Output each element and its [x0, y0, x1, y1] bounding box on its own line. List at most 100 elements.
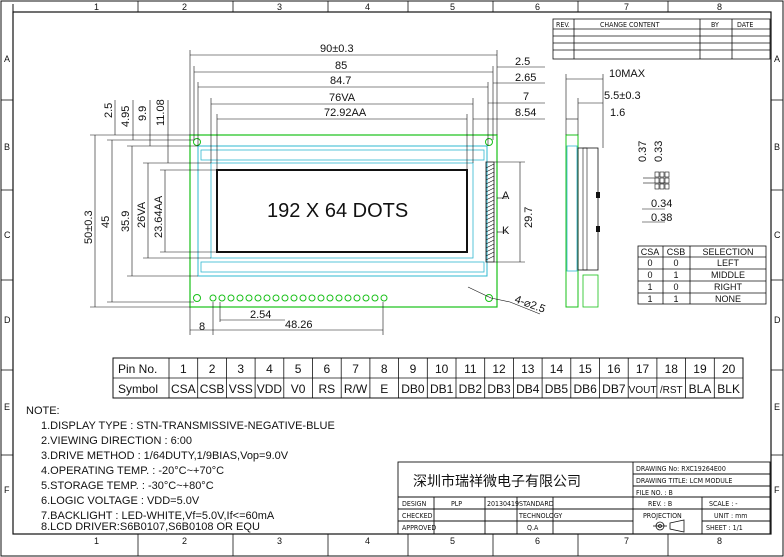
selection-cell: 0	[647, 270, 652, 280]
pin-hole	[371, 294, 379, 302]
selection-header: SELECTION	[702, 247, 753, 257]
pin-number: 5	[295, 362, 302, 376]
top-dimension-lines	[189, 50, 545, 170]
dim-pin-span: 48.26	[285, 319, 313, 331]
grid-bot-3: 3	[277, 536, 282, 546]
dim-dot-0-38: 0.38	[651, 212, 672, 224]
selection-cell: RIGHT	[714, 282, 743, 292]
pin-hole	[299, 294, 307, 302]
pin-symbol: DB2	[459, 382, 483, 396]
pin-symbol: VDD	[257, 382, 283, 396]
dim-v-2-5: 2.5	[103, 103, 115, 118]
dim-85: 85	[335, 60, 347, 72]
projection-symbol-icon	[653, 519, 685, 533]
pin-number: 17	[636, 362, 650, 376]
grid-col-7: 7	[624, 2, 629, 12]
dim-side-1-6: 1.6	[610, 107, 625, 119]
pin-number: 6	[324, 362, 331, 376]
scale-value: SCALE : -	[709, 500, 738, 508]
frame-numbers-bottom: 1 2 3 4 5 6 7 8	[94, 536, 722, 546]
pin-hole	[245, 294, 253, 302]
dot-detail	[642, 171, 670, 223]
grid-col-8: 8	[717, 2, 722, 12]
grid-bot-8: 8	[717, 536, 722, 546]
grid-col-2: 2	[182, 2, 187, 12]
note-6: 6.LOGIC VOLTAGE : VDD=5.0V	[41, 495, 200, 507]
pin-symbol: R/W	[344, 382, 368, 396]
grid-bot-6: 6	[535, 536, 540, 546]
selection-cell: MIDDLE	[711, 270, 745, 280]
dim-right-2-5: 2.5	[515, 56, 530, 68]
pin-number: 11	[464, 362, 477, 376]
selection-cell: 1	[647, 294, 652, 304]
grid-row-f-right: F	[774, 485, 780, 495]
selection-cell: 1	[673, 294, 678, 304]
grid-col-1: 1	[94, 2, 99, 12]
pin-hole	[308, 294, 316, 302]
hatch-line	[485, 219, 495, 225]
hatch-line	[485, 211, 495, 217]
hole-bl	[193, 294, 201, 302]
led-cathode-label: K	[502, 225, 510, 237]
dim-h-26va: 26VA	[136, 201, 148, 228]
grid-row-b-left: B	[4, 142, 10, 152]
pcb-outline	[189, 134, 498, 308]
grid-row-a-left: A	[4, 54, 10, 64]
selection-cell: 0	[673, 282, 678, 292]
hatch-line	[485, 191, 495, 197]
dim-va-width: 76VA	[329, 92, 356, 104]
hatch-line	[485, 195, 495, 201]
frame-numbers-top: 1 2 3 4 5 6 7 8	[94, 2, 722, 12]
grid-row-c-right: C	[774, 230, 781, 240]
selection-cell: 0	[647, 258, 652, 268]
projection-label: PROJECTION	[643, 512, 682, 520]
dim-v-11-08: 11.08	[155, 99, 167, 126]
rev-header-change: CHANGE CONTENT	[600, 21, 660, 29]
dim-aa-width: 72.92AA	[324, 107, 367, 119]
pin-number: 16	[607, 362, 621, 376]
viewing-area	[210, 162, 474, 259]
design-label: DESIGN	[402, 500, 427, 508]
pin-hole	[326, 294, 334, 302]
design-date: 20130419	[487, 500, 519, 508]
pin-symbol: E	[380, 382, 388, 396]
display-dots-label: 192 X 64 DOTS	[267, 200, 408, 222]
pin-number: 10	[435, 362, 449, 376]
hatch-line	[485, 175, 495, 181]
pin-symbol: BLA	[689, 382, 712, 396]
led-anode-label: A	[502, 190, 510, 202]
notes: NOTE: 1.DISPLAY TYPE : STN-TRANSMISSIVE-…	[26, 405, 335, 533]
hole-br	[485, 294, 493, 302]
pin-symbol: DB1	[430, 382, 454, 396]
revision-table	[552, 18, 771, 60]
notes-title: NOTE:	[26, 405, 60, 417]
pin-number: 9	[410, 362, 417, 376]
selection-cell: 1	[673, 270, 678, 280]
hatch-line	[485, 199, 495, 205]
pin-number: 14	[550, 362, 564, 376]
pin-hole	[236, 294, 244, 302]
pin-number: 18	[665, 362, 679, 376]
selection-cell: 1	[647, 282, 652, 292]
pin-symbol: RS	[319, 382, 336, 396]
pin-number: 7	[352, 362, 359, 376]
pin-symbol: CSB	[200, 382, 225, 396]
grid-row-b-right: B	[774, 142, 780, 152]
dim-v-9-9: 9.9	[137, 106, 149, 121]
pin-number: 20	[722, 362, 736, 376]
pin-number: 12	[492, 362, 506, 376]
dim-pin-start: 8	[199, 321, 205, 333]
pin-header	[209, 294, 388, 302]
pin-symbol: CSA	[171, 382, 196, 396]
grid-bot-4: 4	[365, 536, 370, 546]
frame-letters: A B C D E F A B C D E F	[4, 54, 781, 495]
dim-right-7: 7	[523, 91, 529, 103]
pin-hole	[218, 294, 226, 302]
dim-h-50: 50±0.3	[83, 210, 95, 244]
pin-hole	[272, 294, 280, 302]
note-2: 2.VIEWING DIRECTION : 6:00	[41, 435, 192, 447]
grid-col-3: 3	[277, 2, 282, 12]
pin-hole	[281, 294, 289, 302]
